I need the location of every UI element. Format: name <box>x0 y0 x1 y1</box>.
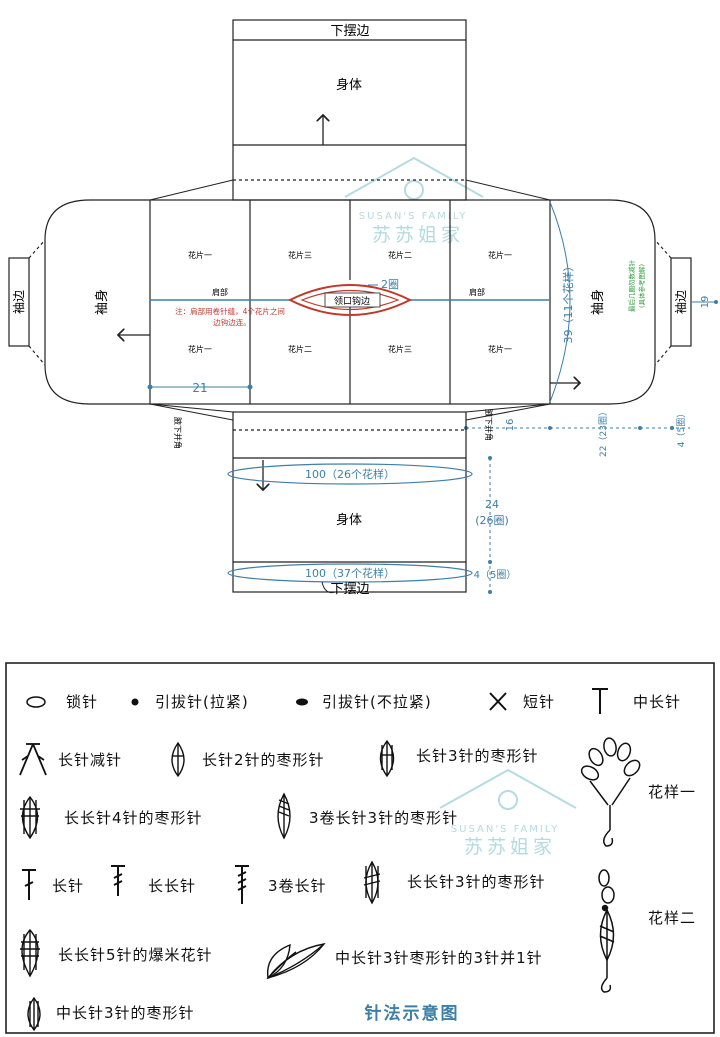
underarm-right-label: 腋下并角 <box>484 409 494 441</box>
hdc-3-puff-icon <box>27 996 41 1032</box>
red-note-line1: 注：肩部用卷针缝，4个花片之间 <box>175 306 285 316</box>
tr-3-puff-icon <box>363 860 381 905</box>
half-double-crochet-icon <box>592 688 608 714</box>
motif-label: 花片三 <box>288 250 312 260</box>
legend-label: 锁针 <box>66 693 98 711</box>
slip-stitch-loose-icon <box>296 698 308 706</box>
legend-label: 长针减针 <box>58 751 122 769</box>
chain-icon <box>26 696 46 708</box>
dim-19: 19 <box>700 296 711 309</box>
bottom-body-panel <box>232 411 467 593</box>
hdc-3-puff-3-together-icon <box>266 942 326 980</box>
legend-label: 引拔针(拉紧) <box>155 693 249 711</box>
bottom-hem-label: 下摆边 <box>330 582 369 597</box>
double-crochet-decrease-icon <box>19 743 47 776</box>
left-cuff-label: 袖边 <box>11 290 26 314</box>
legend-label: 中长针3针的枣形针 <box>56 1004 195 1022</box>
right-sleeve-label: 袖身 <box>590 289 606 315</box>
dim-21: 21 <box>192 381 207 395</box>
single-crochet-icon <box>489 692 507 711</box>
top-body-panel <box>232 19 467 201</box>
motif-labels: 花片一 花片三 花片二 花片一 花片一 花片二 花片三 花片一 <box>188 250 512 354</box>
legend-watermark: SUSAN'S FAMILY 苏苏姐家 <box>439 768 577 858</box>
legend-label: 长针2针的枣形针 <box>202 751 325 769</box>
svg-text:苏苏姐家: 苏苏姐家 <box>464 836 556 858</box>
dim-16: 16 <box>505 419 516 432</box>
legend-label: 长长针 <box>148 877 196 895</box>
garment-schematic: SUSAN'S FAMILY 苏苏姐家 下摆边 身体 袖边 袖边 袖身 <box>8 19 718 597</box>
double-crochet-icon <box>22 869 36 900</box>
right-cuff-label: 袖边 <box>673 290 688 314</box>
tr-4-puff-icon <box>20 795 40 840</box>
legend-label: 引拔针(不拉紧) <box>322 693 432 711</box>
green-note-line1: 最后几圈勿数减针 <box>627 260 636 313</box>
main-band <box>44 199 656 405</box>
triple-treble-icon <box>235 865 249 904</box>
stitch-legend: SUSAN'S FAMILY 苏苏姐家 锁针 引拔针(拉紧) 引拔针(不拉紧) … <box>5 662 715 1034</box>
legend-label: 长长针5针的爆米花针 <box>58 946 213 964</box>
dim-4-right: 4（5圈） <box>676 409 687 447</box>
legend-label: 长长针4针的枣形针 <box>64 809 203 827</box>
legend-label: 3卷长针 <box>268 877 327 895</box>
neck-rounds: 2圈 <box>381 278 399 291</box>
dim-4-bottom: 4（5圈） <box>474 569 517 581</box>
tr-5-popcorn-icon <box>20 928 40 978</box>
watermark-text-cn: 苏苏姐家 <box>372 224 464 246</box>
motif-label: 花片一 <box>188 250 212 260</box>
legend-label: 中长针3针枣形针的3针并1针 <box>335 949 543 967</box>
red-note-line2: 边钩边连。 <box>213 317 251 327</box>
neck-label: 领口钩边 <box>334 295 370 307</box>
legend-title: 针法示意图 <box>365 1003 460 1024</box>
slip-stitch-tight-icon <box>131 698 139 706</box>
pattern-one-label: 花样一 <box>648 783 696 801</box>
dc-2-puff-icon <box>171 741 185 778</box>
dim-100-top: 100（26个花样） <box>305 467 395 481</box>
motif-label: 花片三 <box>388 344 412 354</box>
motif-label: 花片一 <box>488 344 512 354</box>
pattern-two-label: 花样二 <box>648 909 696 927</box>
underarm-left-label: 腋下并角 <box>173 417 183 449</box>
dim-24-rounds: (26圈) <box>475 514 509 527</box>
neck-opening <box>287 284 413 316</box>
left-cuff <box>8 257 30 347</box>
legend-label: 中长针 <box>633 693 681 711</box>
legend-label: 长长针3针的枣形针 <box>407 873 546 891</box>
motif-label: 花片一 <box>188 344 212 354</box>
dim-100-bottom: 100（37个花样） <box>305 566 395 580</box>
legend-frame <box>5 662 715 1034</box>
triple-tr-3-puff-icon <box>277 792 291 840</box>
motif-label: 花片二 <box>288 344 312 354</box>
watermark-logo: SUSAN'S FAMILY 苏苏姐家 <box>344 156 484 246</box>
legend-label: 长针3针的枣形针 <box>416 747 539 765</box>
pattern-two-icon <box>598 869 615 993</box>
motif-label: 花片一 <box>488 250 512 260</box>
shoulder-right-label: 肩部 <box>469 287 485 297</box>
dim-22: 22（23圈） <box>598 407 609 457</box>
svg-text:SUSAN'S FAMILY: SUSAN'S FAMILY <box>451 824 559 835</box>
motif-label: 花片二 <box>388 250 412 260</box>
legend-label: 短针 <box>523 693 555 711</box>
shoulder-left-label: 肩部 <box>212 287 228 297</box>
treble-crochet-icon <box>111 865 125 896</box>
legend-label: 长针 <box>52 877 84 895</box>
dc-3-puff-icon <box>379 739 395 778</box>
legend-label: 3卷长针3针的枣形针 <box>309 809 458 827</box>
pattern-one-icon <box>580 737 641 847</box>
watermark-text-en: SUSAN'S FAMILY <box>359 211 467 222</box>
top-hem-label: 下摆边 <box>330 24 369 39</box>
dim-39: 39（11个花样） <box>561 261 575 344</box>
bottom-body-label: 身体 <box>336 512 362 528</box>
top-body-label: 身体 <box>336 77 362 93</box>
left-sleeve-label: 袖身 <box>94 289 110 315</box>
green-note-line2: (具体参考图解) <box>637 264 646 308</box>
dim-24: 24 <box>485 498 499 511</box>
